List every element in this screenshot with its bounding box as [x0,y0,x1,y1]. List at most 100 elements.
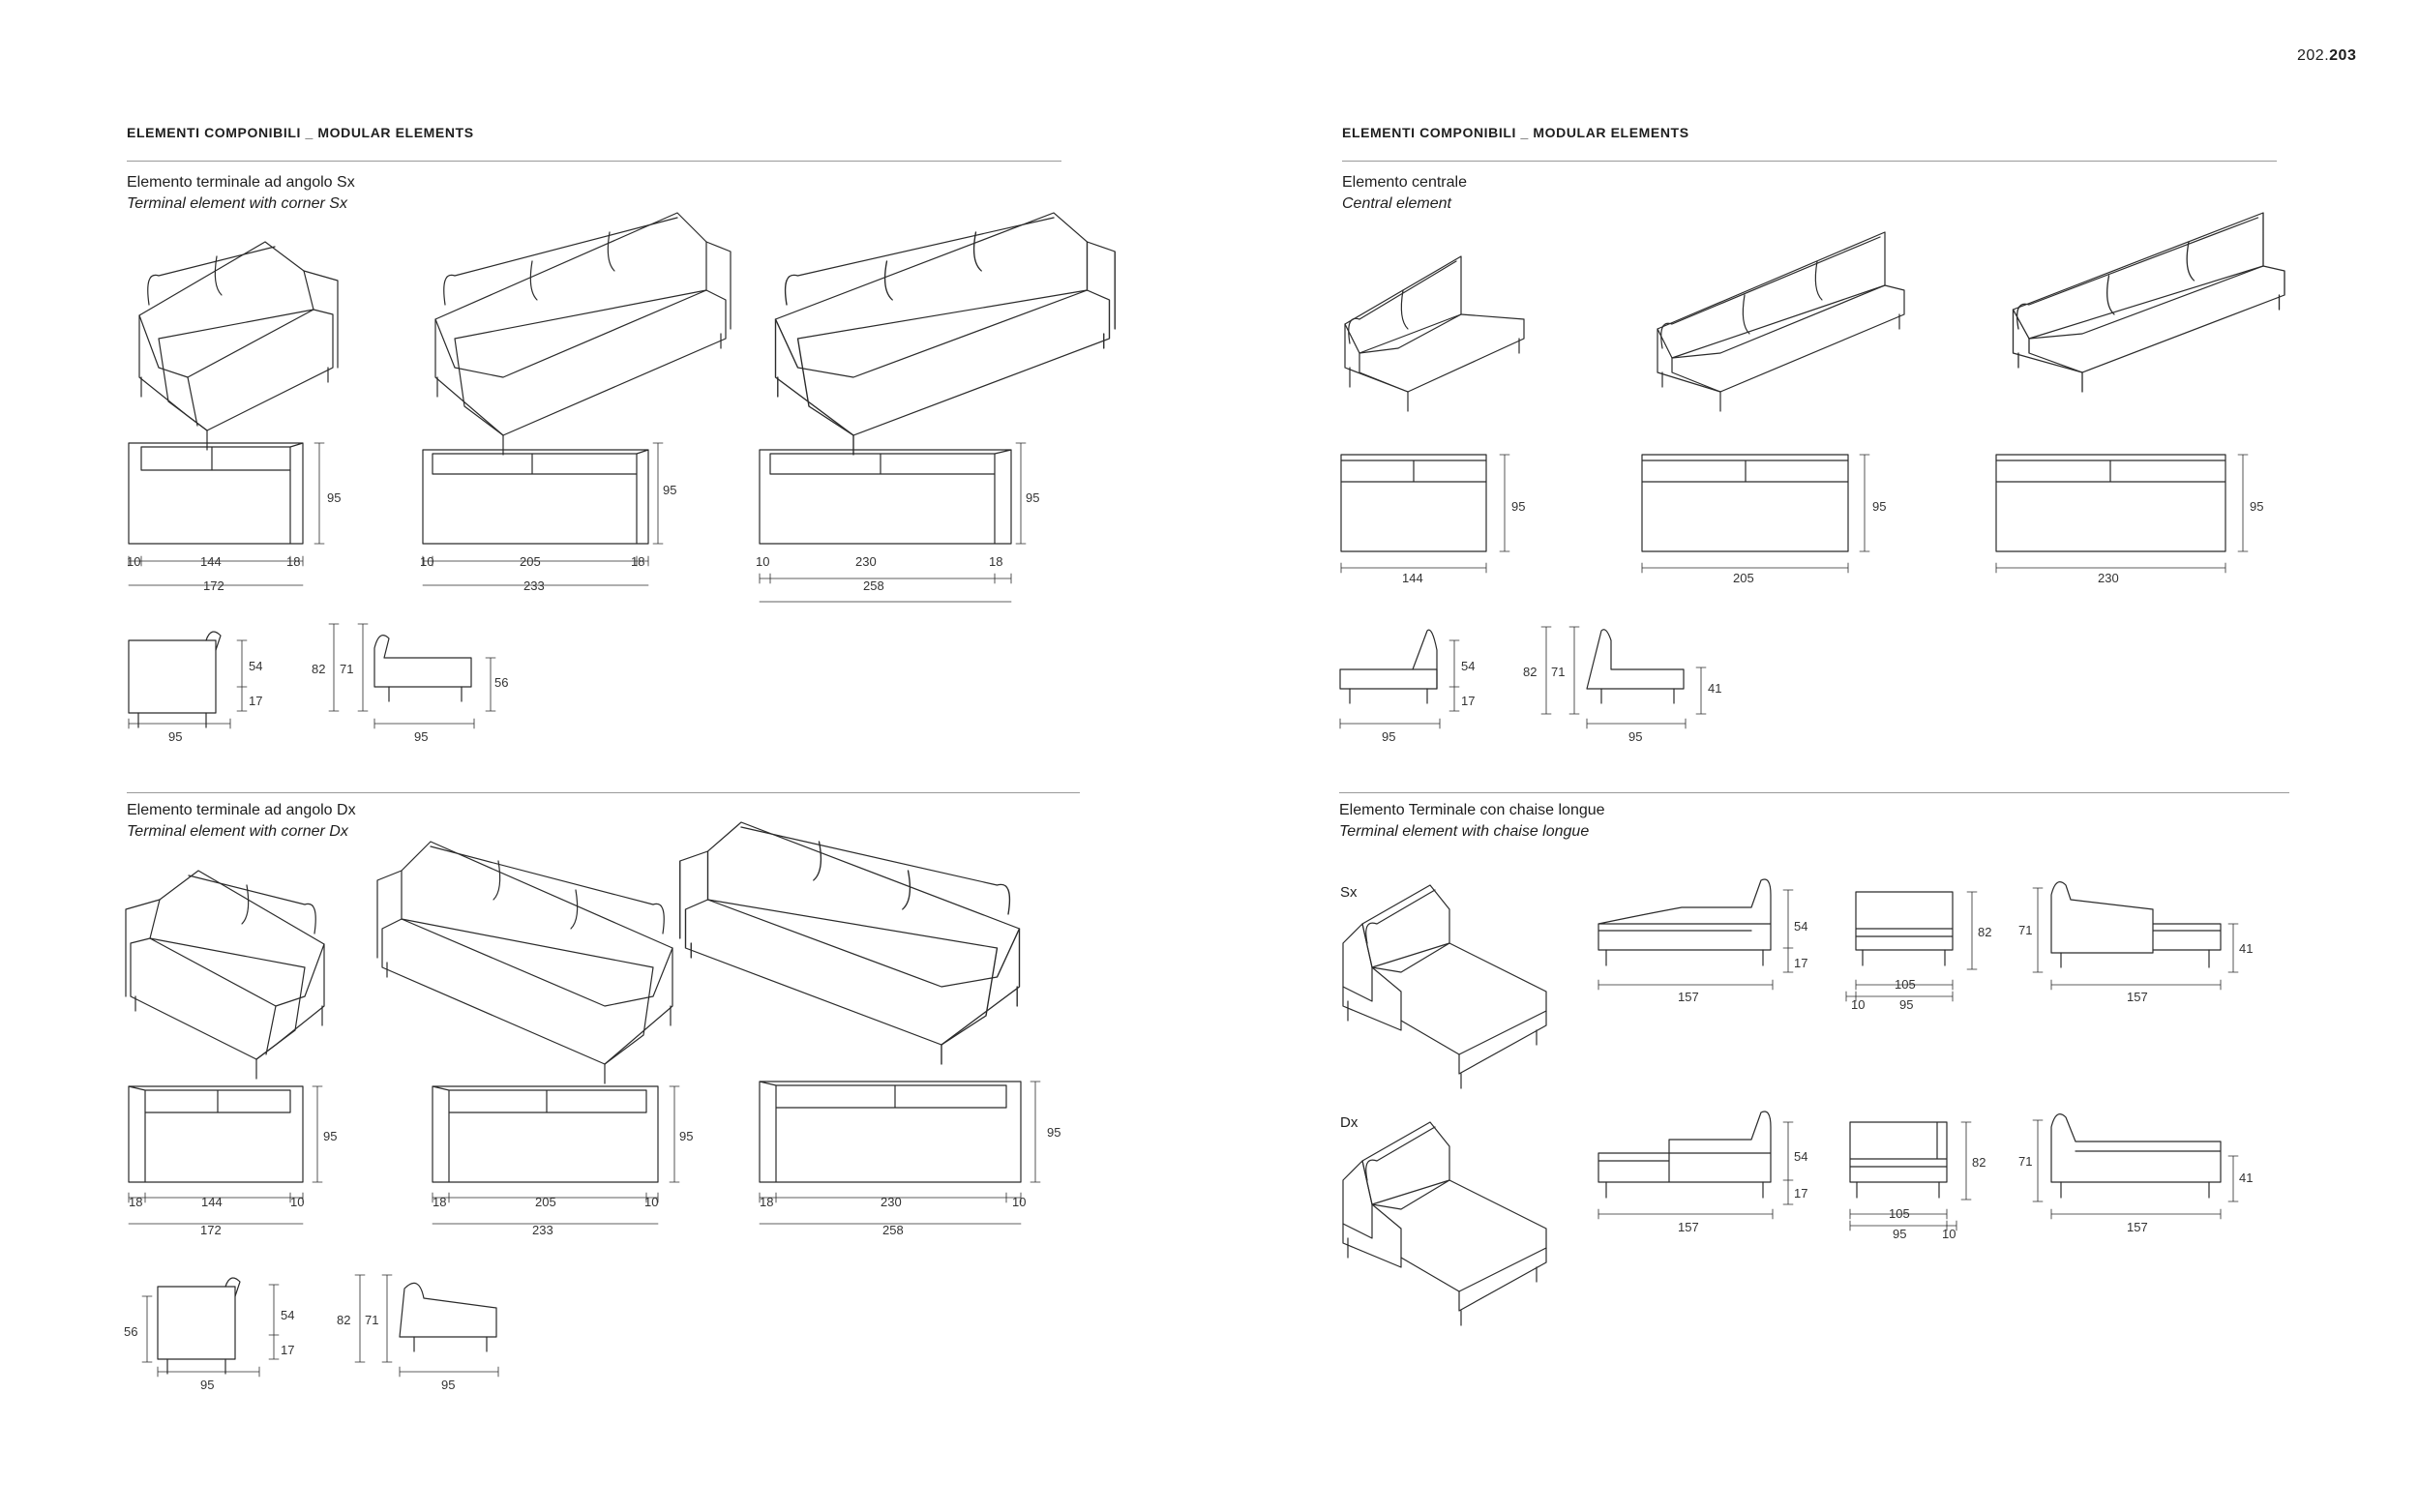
dim-sx-230-a: 10 [756,554,769,569]
dim-chaise-dx-width: 105 [1889,1206,1910,1221]
page-number: 202.203 [2297,47,2357,64]
chaise-dx-back-elevation [2032,1113,2239,1220]
dim-sx-144-height: 95 [327,490,341,505]
iso-sofa-dx-205 [376,841,673,1084]
front-view-sx-144 [128,442,325,586]
dim-chaise-dx-length: 157 [1678,1220,1699,1234]
front-view-dx-205 [432,1085,680,1225]
dim-dx-back-depth: 95 [441,1378,455,1392]
dim-dx-144-total: 172 [200,1223,222,1237]
front-view-central-144 [1340,454,1510,574]
dim-chaise-dx-seat-side-height: 41 [2239,1171,2253,1185]
dim-sx-total-height: 82 [312,662,325,676]
front-view-sx-230 [759,442,1027,603]
dim-central-seat-height: 17 [1461,694,1475,708]
dim-chaise-sx-seat-depth: 95 [1899,997,1913,1012]
dim-sx-back-height: 71 [340,662,353,676]
right-page-header: ELEMENTI COMPONIBILI _ MODULAR ELEMENTS [1342,125,1689,140]
dim-central-205-height: 95 [1872,499,1886,514]
dim-chaise-sx-arm-height: 54 [1794,919,1807,934]
left-header-divider [127,161,1061,162]
dim-chaise-dx-seat-height: 17 [1794,1186,1807,1201]
dim-dx-230-a: 18 [760,1195,773,1209]
dim-chaise-sx-total-height: 82 [1978,925,1991,939]
dim-sx-seat-height: 17 [249,694,262,708]
dim-sx-205-a: 10 [420,554,433,569]
dim-chaise-dx-seat-depth: 95 [1893,1227,1906,1241]
dim-dx-205-total: 233 [532,1223,553,1237]
front-view-dx-144 [128,1085,323,1225]
dim-central-230-width: 230 [2098,571,2119,585]
right-header-divider [1342,161,2277,162]
front-view-dx-230 [759,1081,1041,1225]
dim-chaise-sx-arm-width: 10 [1851,997,1865,1012]
dim-dx-230-height: 95 [1047,1125,1060,1140]
side-view-central-arm [1339,629,1460,729]
dim-central-total-height: 82 [1523,665,1537,679]
dim-chaise-sx-seat-height: 17 [1794,956,1807,970]
front-view-central-205 [1641,454,1870,574]
dim-dx-205-b: 205 [535,1195,556,1209]
right-section-divider [1339,792,2289,793]
dim-central-arm-depth: 95 [1382,729,1395,744]
dim-central-144-height: 95 [1511,499,1525,514]
dim-dx-total-height: 82 [337,1313,350,1327]
chaise-sx-side-elevation [1598,878,1794,991]
dim-chaise-sx-length: 157 [1678,990,1699,1004]
dim-sx-arm-side-height: 56 [494,675,508,690]
dim-dx-144-height: 95 [323,1129,337,1143]
chaise-sx-label: Sx [1340,884,1358,901]
section-title-sx-en: Terminal element with corner Sx [127,195,347,212]
dim-chaise-sx-width: 105 [1895,977,1916,992]
dim-sx-205-c: 18 [631,554,644,569]
dim-chaise-sx-back-height: 71 [2018,923,2032,937]
dim-central-230-height: 95 [2250,499,2263,514]
chaise-sx-back-elevation [2032,881,2239,991]
dim-central-205-width: 205 [1733,571,1754,585]
iso-chaise-sx [1342,884,1547,1089]
left-page-header: ELEMENTI COMPONIBILI _ MODULAR ELEMENTS [127,125,474,140]
section-title-chaise-it: Elemento Terminale con chaise longue [1339,802,1605,818]
dim-dx-144-b: 144 [201,1195,223,1209]
dim-dx-230-b: 230 [881,1195,902,1209]
dim-sx-205-height: 95 [663,483,676,497]
dim-dx-144-a: 18 [129,1195,142,1209]
section-title-sx-it: Elemento terminale ad angolo Sx [127,174,355,191]
chaise-dx-front-elevation [1849,1121,1972,1231]
dim-chaise-sx-back-length: 157 [2127,990,2148,1004]
iso-sofa-sx-230 [774,212,1116,456]
dim-sx-144-a: 10 [127,554,140,569]
iso-sofa-central-230 [2012,212,2285,393]
left-section-divider [127,792,1080,793]
side-view-central-back [1540,626,1707,729]
dim-dx-arm-depth: 95 [200,1378,214,1392]
side-view-dx-back [354,1274,499,1378]
dim-dx-arm-side-height: 56 [124,1324,137,1339]
iso-sofa-central-205 [1657,231,1905,412]
dim-central-seat-side-height: 41 [1708,681,1721,696]
dim-dx-arm-height: 54 [281,1308,294,1322]
side-view-sx-arm [128,631,248,729]
dim-central-back-height: 71 [1551,665,1565,679]
dim-sx-144-c: 18 [286,554,300,569]
dim-sx-144-total: 172 [203,578,224,593]
dim-sx-230-b: 230 [855,554,877,569]
dim-sx-230-c: 18 [989,554,1002,569]
section-title-central-en: Central element [1342,195,1451,212]
chaise-dx-label: Dx [1340,1114,1359,1131]
dim-chaise-sx-seat-side-height: 41 [2239,941,2253,956]
dim-central-144-width: 144 [1402,571,1423,585]
iso-sofa-sx-205 [434,212,732,456]
dim-dx-back-height: 71 [365,1313,378,1327]
dim-sx-arm-depth: 95 [168,729,182,744]
dim-sx-230-total: 258 [863,578,884,593]
iso-sofa-dx-144 [125,870,325,1080]
dim-dx-230-c: 10 [1012,1195,1026,1209]
dim-chaise-dx-back-length: 157 [2127,1220,2148,1234]
dim-sx-205-b: 205 [520,554,541,569]
section-title-dx-it: Elemento terminale ad angolo Dx [127,802,356,818]
dim-dx-230-total: 258 [882,1223,904,1237]
dim-chaise-dx-arm-width: 10 [1942,1227,1956,1241]
